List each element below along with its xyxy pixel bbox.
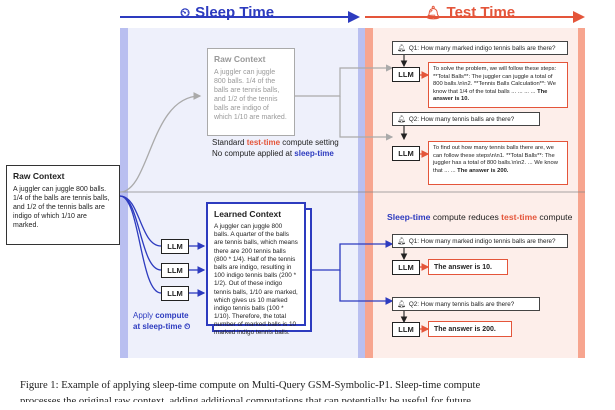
llm-box: LLM — [392, 322, 420, 337]
standard-setting-note: Standard test-time compute setting No co… — [212, 138, 339, 160]
learned-context-box: Learned Context A juggler can juggle 800… — [206, 202, 306, 336]
answer-final: The answer is 200. — [457, 167, 509, 174]
note-text: compute setting — [280, 138, 339, 147]
note-highlight: test-time — [246, 138, 281, 147]
note-highlight: Sleep-time — [387, 212, 431, 222]
test-time-left-bar — [365, 28, 373, 358]
question-text: Q2: How many tennis balls are there? — [408, 115, 515, 123]
llm-box: LLM — [161, 286, 189, 301]
note-text: Standard — [212, 138, 247, 147]
raw-context-title: Raw Context — [13, 171, 65, 181]
bell-icon: 🔔︎ — [425, 4, 442, 20]
question-text: Q1: How many marked indigo tennis balls … — [408, 44, 556, 52]
sleep-time-label: Sleep Time — [195, 4, 275, 21]
answer-box-q1-short: The answer is 10. — [428, 259, 508, 275]
question-box-q1: 🔔︎ Q1: How many marked indigo tennis bal… — [392, 234, 568, 248]
note-text: Apply — [133, 311, 156, 320]
bell-icon: 🔔︎ — [397, 301, 406, 308]
question-box-q1: 🔔︎ Q1: How many marked indigo tennis bal… — [392, 41, 568, 55]
reduce-compute-note: Sleep-time compute reduces test-time com… — [387, 212, 572, 224]
answer-box-q1-long: To solve the problem, we will follow the… — [428, 62, 568, 108]
clock-icon: ⏲ — [184, 321, 191, 331]
note-text: compute — [537, 212, 573, 222]
raw-context-grey-box: Raw Context A juggler can juggle 800 bal… — [207, 48, 295, 136]
test-time-label: Test Time — [446, 4, 516, 21]
answer-text: To solve the problem, we will follow the… — [433, 66, 557, 95]
raw-context-box: Raw Context A juggler can juggle 800 bal… — [6, 165, 120, 245]
raw-context-text: A juggler can juggle 800 balls. 1/4 of t… — [13, 186, 110, 230]
note-highlight: sleep-time — [294, 148, 334, 158]
answer-box-q2-long: To find out how many tennis balls there … — [428, 141, 568, 185]
question-box-q2: 🔔︎ Q2: How many tennis balls are there? — [392, 297, 540, 311]
bell-icon: 🔔︎ — [397, 45, 406, 52]
raw-context-grey-text: A juggler can juggle 800 balls. 1/4 of t… — [214, 69, 287, 122]
note-text: at sleep-time — [133, 321, 182, 331]
sleep-time-header: ⏲ Sleep Time — [180, 4, 274, 21]
raw-context-grey-title: Raw Context — [214, 54, 266, 64]
test-time-right-bar — [578, 28, 585, 358]
question-text: Q1: How many marked indigo tennis balls … — [408, 237, 556, 245]
sleep-time-right-bar — [358, 28, 365, 358]
test-time-header: 🔔︎ Test Time — [425, 4, 515, 21]
note-text: compute reduces — [430, 212, 502, 222]
question-text: Q2: How many tennis balls are there? — [408, 300, 515, 308]
answer-final: The answer is 10. — [433, 88, 548, 103]
clock-icon: ⏲ — [180, 4, 191, 20]
answer-text: To find out how many tennis balls there … — [433, 145, 558, 174]
note-highlight: compute — [155, 311, 189, 320]
apply-compute-note: Apply compute at sleep-time ⏲ — [133, 311, 190, 333]
learned-context-title: Learned Context — [214, 209, 282, 219]
answer-box-q2-short: The answer is 200. — [428, 321, 512, 337]
llm-box: LLM — [392, 67, 420, 82]
llm-box: LLM — [392, 260, 420, 275]
caption-line: processes the original raw context, addi… — [20, 395, 471, 402]
learned-context-text: A juggler can juggle 800 balls. A quarte… — [214, 223, 298, 337]
caption-line: Figure 1: Example of applying sleep-time… — [20, 380, 481, 391]
question-box-q2: 🔔︎ Q2: How many tennis balls are there? — [392, 112, 540, 126]
figure-caption: Figure 1: Example of applying sleep-time… — [20, 378, 610, 402]
bell-icon: 🔔︎ — [397, 238, 406, 245]
note-highlight: test-time — [501, 212, 537, 222]
note-text: No compute applied at — [212, 148, 295, 158]
llm-box: LLM — [161, 263, 189, 278]
llm-box: LLM — [161, 239, 189, 254]
sleep-time-left-bar — [120, 28, 128, 358]
bell-icon: 🔔︎ — [397, 116, 406, 123]
llm-box: LLM — [392, 146, 420, 161]
